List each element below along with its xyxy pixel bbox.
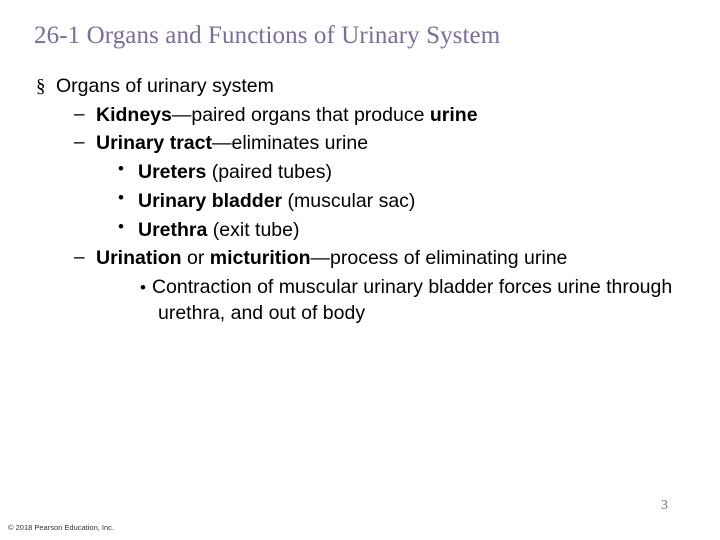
bullet-item-level3: • Ureters (paired tubes) [34, 159, 700, 186]
bullet-item-level4: •Contraction of muscular urinary bladder… [34, 275, 700, 326]
bullet-glyph-icon: – [74, 247, 85, 269]
bullet-item-level3: • Urinary bladder (muscular sac) [34, 187, 700, 215]
bullet-text: Urinary bladder (muscular sac) [138, 189, 416, 212]
page-number: 3 [661, 498, 668, 513]
bullet-item-level3: • Urethra (exit tube) [34, 216, 700, 244]
bullet-glyph-icon: – [74, 132, 85, 154]
copyright-notice: © 2018 Pearson Education, Inc. [8, 523, 115, 532]
bullet-glyph-icon: – [74, 103, 85, 125]
bullet-item-level1: § Organs of urinary system [34, 74, 700, 100]
bullet-text: Kidneys—paired organs that produce urine [96, 103, 478, 126]
bullet-text: Organs of urinary system [56, 75, 274, 97]
bullet-text: Urinary tract—eliminates urine [96, 132, 369, 155]
bullet-item-level2: –Kidneys—paired organs that produce urin… [34, 103, 700, 129]
bullet-item-level2: –Urinary tract—eliminates urine [34, 131, 700, 157]
page-title: 26-1 Organs and Functions of Urinary Sys… [34, 22, 501, 49]
bullet-text: Urination or micturition—process of elim… [96, 247, 568, 270]
bullet-glyph-icon: § [36, 76, 46, 97]
bullet-glyph-icon: • [118, 187, 124, 207]
bullet-glyph-icon: • [140, 278, 146, 298]
slide-body: §Organs of urinary system–Kidneys—paired… [34, 70, 700, 327]
bullet-glyph-icon: • [118, 159, 124, 179]
bullet-text: Ureters (paired tubes) [138, 161, 333, 184]
bullet-text: Urethra (exit tube) [138, 218, 300, 241]
bullet-item-level2: –Urination or micturition—process of eli… [34, 246, 700, 272]
bullet-text: Contraction of muscular urinary bladder … [151, 276, 673, 324]
bullet-glyph-icon: • [118, 216, 124, 236]
